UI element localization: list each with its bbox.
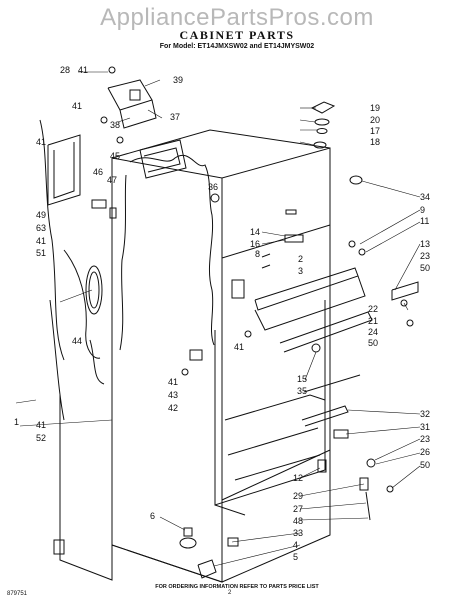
callout-51: 51: [36, 248, 47, 258]
diagram-subtitle: For Model: ET14JMXSW02 and ET14JMYSW02: [159, 43, 315, 50]
callout-41: 41: [72, 101, 83, 111]
diagram-title: CABINET PARTS: [179, 28, 295, 42]
callout-29: 29: [293, 491, 304, 501]
callout-8: 8: [255, 249, 261, 259]
callout-1: 1: [14, 417, 20, 427]
callout-6: 6: [150, 511, 156, 521]
callout-43: 43: [168, 390, 179, 400]
control-housing: [100, 66, 220, 203]
callout-27: 27: [293, 504, 304, 514]
callout-23: 23: [420, 251, 431, 261]
callout-41: 41: [78, 65, 89, 75]
callout-41: 41: [168, 377, 179, 387]
callout-13: 13: [420, 239, 431, 249]
callout-36: 36: [208, 182, 219, 192]
callout-31: 31: [420, 422, 431, 432]
callout-28: 28: [60, 65, 71, 75]
callout-52: 52: [36, 433, 47, 443]
left-panel: [39, 119, 117, 581]
exploded-parts-diagram: [15, 66, 421, 583]
callout-41: 41: [234, 342, 245, 352]
callout-19: 19: [370, 103, 381, 113]
ordering-note: FOR ORDERING INFORMATION REFER TO PARTS …: [155, 584, 319, 590]
callout-48: 48: [293, 516, 304, 526]
callout-24: 24: [368, 327, 379, 337]
callout-32: 32: [420, 409, 431, 419]
callout-50: 50: [420, 263, 431, 273]
page-number: 2: [228, 590, 232, 596]
callout-41: 41: [36, 137, 47, 147]
callout-18: 18: [370, 137, 381, 147]
callout-50: 50: [420, 460, 431, 470]
callout-5: 5: [293, 552, 299, 562]
callout-50: 50: [368, 338, 379, 348]
callout-17: 17: [370, 126, 381, 136]
right-parts: [179, 101, 419, 579]
callout-63: 63: [36, 223, 47, 233]
callout-34: 34: [420, 192, 431, 202]
callout-9: 9: [420, 205, 426, 215]
leader-lines: [15, 71, 421, 567]
callout-26: 26: [420, 447, 431, 457]
callout-2: 2: [298, 254, 304, 264]
callout-39: 39: [173, 75, 184, 85]
callout-41: 41: [36, 420, 47, 430]
callout-11: 11: [420, 216, 430, 226]
watermark: AppliancePartsPros.com: [100, 4, 374, 31]
callout-16: 16: [250, 239, 261, 249]
callout-47: 47: [107, 175, 118, 185]
callout-23: 23: [420, 434, 431, 444]
callout-33: 33: [293, 528, 304, 538]
callout-3: 3: [298, 266, 304, 276]
callout-45: 45: [110, 151, 121, 161]
callout-42: 42: [168, 403, 179, 413]
callout-49: 49: [36, 210, 47, 220]
callout-22: 22: [368, 304, 379, 314]
callout-46: 46: [93, 167, 104, 177]
callout-41: 41: [36, 236, 47, 246]
callout-35: 35: [297, 386, 308, 396]
callout-38: 38: [110, 120, 121, 130]
callout-4: 4: [293, 540, 299, 550]
callout-14: 14: [250, 227, 261, 237]
callout-20: 20: [370, 115, 381, 125]
document-number: 879751: [7, 591, 28, 597]
callout-37: 37: [170, 112, 181, 122]
callout-15: 15: [297, 374, 308, 384]
callout-12: 12: [293, 473, 304, 483]
callout-44: 44: [72, 336, 83, 346]
callout-21: 21: [368, 316, 379, 326]
